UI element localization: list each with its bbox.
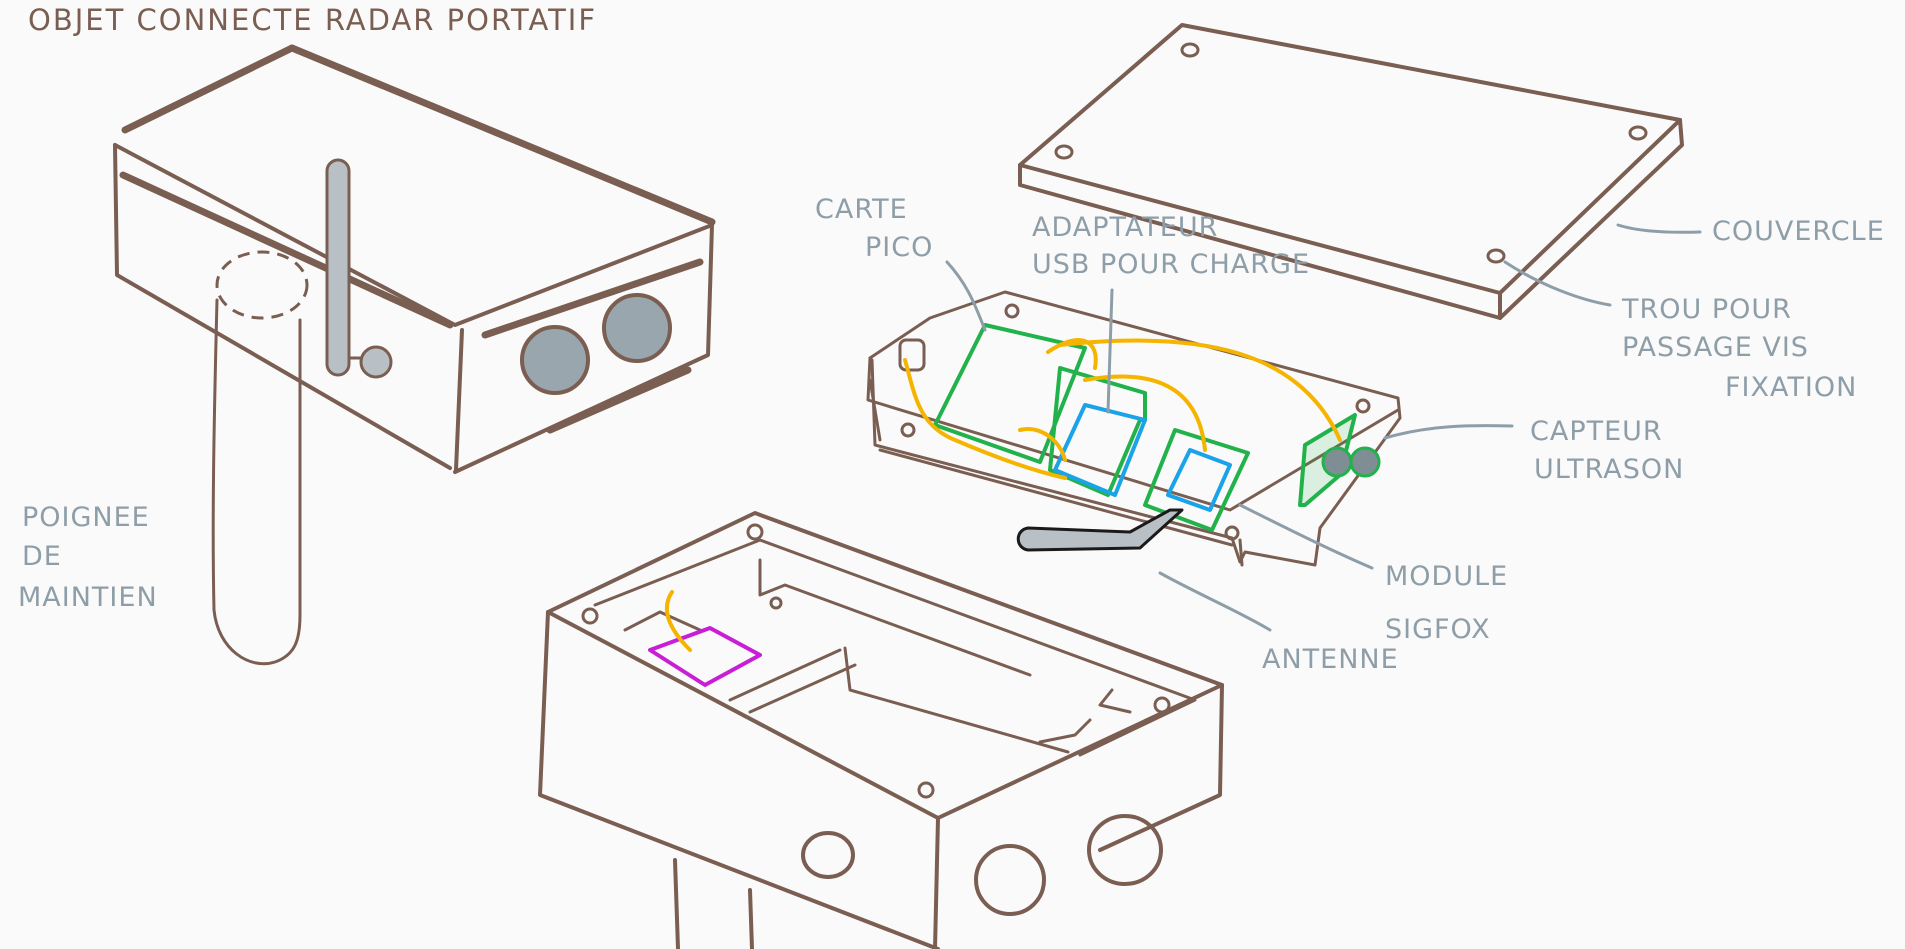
sensor-label-line-2: ULTRASON	[1534, 454, 1684, 485]
screw-hole-leader-line	[1503, 260, 1612, 307]
ultrasonic-sensor-drawing	[520, 293, 672, 395]
screw-hole-label-line-1: TROU POUR	[1621, 294, 1792, 325]
handle-label: POIGNEE DE MAINTIEN	[18, 502, 158, 613]
screw-hole-label-line-3: FIXATION	[1725, 372, 1857, 403]
usb-label: ADAPTATEUR USB POUR CHARGE	[1032, 212, 1310, 280]
open-housing-drawing	[538, 511, 1224, 949]
usb-leader-line	[1106, 288, 1114, 414]
box-drawing	[113, 44, 716, 474]
handle-drawing	[211, 250, 309, 666]
cover-leader-line	[1616, 223, 1702, 234]
cover-drawing	[1018, 23, 1684, 320]
pico-leader-line	[945, 260, 987, 332]
sigfox-label: MODULE SIGFOX	[1385, 561, 1508, 645]
sigfox-label-line-2: SIGFOX	[1385, 614, 1491, 645]
sketch-title: OBJET CONNECTE RADAR PORTATIF	[28, 3, 597, 37]
screw-hole-label-line-2: PASSAGE VIS	[1622, 332, 1809, 363]
handle-label-line-2: DE	[22, 541, 62, 572]
usb-label-line-1: ADAPTATEUR	[1032, 212, 1218, 243]
battery-drawing	[648, 590, 762, 687]
sensor-leader-line	[1383, 424, 1514, 440]
sigfox-leader-line	[1238, 503, 1374, 570]
sigfox-label-line-1: MODULE	[1385, 561, 1508, 592]
assembled-device	[113, 44, 716, 666]
handle-label-line-1: POIGNEE	[22, 502, 150, 533]
antenna-cable-drawing	[1016, 508, 1184, 552]
usb-adapter-drawing	[1048, 366, 1147, 497]
electronics-tray-drawing	[866, 290, 1402, 567]
antenna-drawing	[325, 158, 393, 379]
sigfox-module-drawing	[1143, 428, 1250, 532]
pico-board-drawing	[933, 323, 1087, 464]
screw-hole-label: TROU POUR PASSAGE VIS FIXATION	[1621, 294, 1857, 403]
antenna-leader-line	[1158, 571, 1272, 632]
ultrasonic-board-drawing	[1298, 413, 1381, 507]
pico-label-line-1: CARTE	[815, 194, 908, 225]
sensor-label: CAPTEUR ULTRASON	[1530, 416, 1684, 485]
pico-label: CARTE PICO	[815, 194, 933, 263]
usb-label-line-2: USB POUR CHARGE	[1032, 249, 1310, 280]
wiring-drawing	[903, 338, 1342, 480]
pico-label-line-2: PICO	[865, 232, 933, 263]
antenna-label: ANTENNE	[1262, 644, 1399, 675]
sensor-label-line-1: CAPTEUR	[1530, 416, 1663, 447]
handle-label-line-3: MAINTIEN	[18, 582, 158, 613]
cover-label: COUVERCLE	[1712, 216, 1885, 247]
